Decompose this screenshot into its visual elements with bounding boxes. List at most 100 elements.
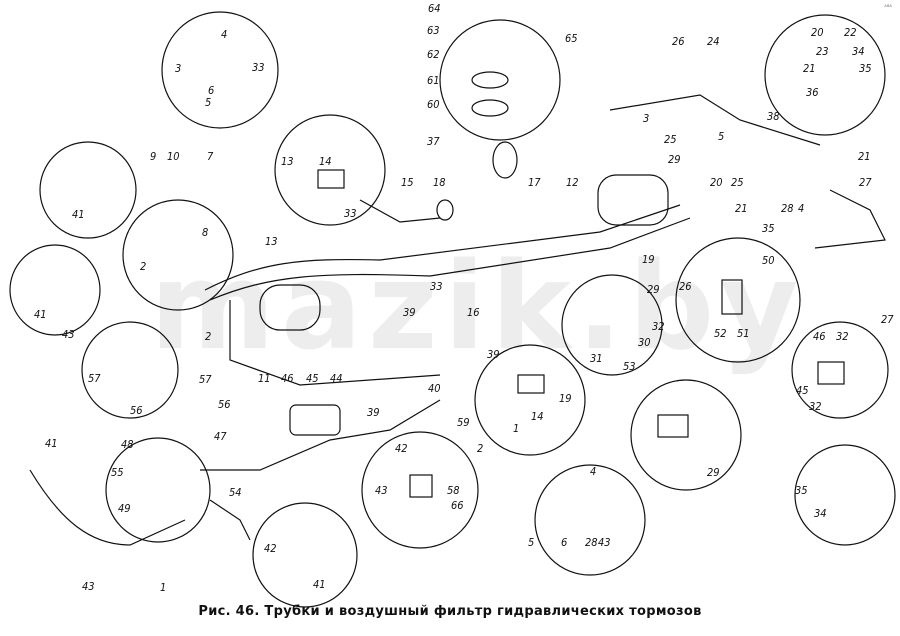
tee-fitting-52 [721,279,743,315]
callout-29: 29 [647,283,660,296]
detail-circle-tee-14 [274,114,386,226]
callout-52: 52 [714,327,727,340]
callout-5: 5 [528,536,534,549]
watermark: mazik.by [150,238,805,377]
brake-line-left-rear [229,300,441,386]
callout-26: 26 [672,35,685,48]
callout-44: 44 [330,372,343,385]
callout-43: 43 [598,536,611,549]
brake-booster [259,284,321,331]
callout-29: 29 [707,466,720,479]
cylinder-parts-60 [471,99,509,117]
detail-circle-42-41 [252,502,358,608]
callout-2: 2 [140,260,146,273]
callout-50: 50 [762,254,775,267]
callout-65: 65 [565,32,578,45]
callout-28: 28 [781,202,794,215]
tee-fitting-45 [817,361,845,385]
detail-circle-14-19 [474,344,586,456]
callout-42: 42 [395,442,408,455]
callout-41: 41 [34,308,47,321]
callout-64: 64 [428,2,441,15]
detail-circle-fitting-2 [122,199,234,311]
detail-circle-cylinder-parts [439,19,561,141]
detail-circle-hose-top-left [39,141,137,239]
brake-line-15-18 [359,199,441,223]
callout-19: 19 [559,392,572,405]
callout-2: 2 [477,442,483,455]
brake-line-to-rear-left [209,499,251,541]
callout-2: 2 [205,330,211,343]
detail-circle-41-43 [9,244,101,336]
callout-22: 22 [844,26,857,39]
callout-35: 35 [762,222,775,235]
brake-line-main-lower [209,217,691,301]
callout-14: 14 [531,410,544,423]
callout-45: 45 [306,372,319,385]
cylinder-parts-62 [471,71,509,89]
callout-5: 5 [718,130,724,143]
callout-18: 18 [433,176,446,189]
callout-48: 48 [121,438,134,451]
master-cylinder-body [597,174,669,226]
callout-34: 34 [852,45,865,58]
brake-line-26-right [609,94,821,146]
callout-46: 46 [281,372,294,385]
callout-13: 13 [281,155,294,168]
callout-33: 33 [430,280,443,293]
callout-19: 19 [642,253,655,266]
callout-35: 35 [859,62,872,75]
callout-28: 28 [585,536,598,549]
callout-38: 38 [767,110,780,123]
callout-23: 23 [816,45,829,58]
callout-39: 39 [487,348,500,361]
callout-56: 56 [218,398,231,411]
callout-63: 63 [427,24,440,37]
brake-line-main-upper [204,204,681,291]
callout-46: 46 [813,330,826,343]
callout-53: 53 [623,360,636,373]
tee-fitting-14 [317,169,345,189]
brake-line-rear-axle [29,469,186,546]
callout-9: 9 [150,150,156,163]
detail-circle-20-23 [764,14,886,136]
callout-43: 43 [62,328,75,341]
callout-31: 31 [590,352,603,365]
callout-33: 33 [252,61,265,74]
callout-8: 8 [202,226,208,239]
callout-42: 42 [264,542,277,555]
callout-34: 34 [814,507,827,520]
callout-59: 59 [457,416,470,429]
callout-54: 54 [229,486,242,499]
callout-39: 39 [403,306,416,319]
callout-26: 26 [679,280,692,293]
callout-37: 37 [427,135,440,148]
callout-6: 6 [561,536,567,549]
callout-33: 33 [344,207,357,220]
callout-61: 61 [427,74,440,87]
figure-caption: Рис. 46. Трубки и воздушный фильтр гидра… [198,604,702,619]
callout-58: 58 [447,484,460,497]
callout-55: 55 [111,466,124,479]
callout-32: 32 [836,330,849,343]
callout-21: 21 [858,150,871,163]
callout-41: 41 [313,578,326,591]
callout-57: 57 [88,372,101,385]
callout-1: 1 [160,581,166,594]
callout-21: 21 [803,62,816,75]
callout-27: 27 [881,313,894,326]
callout-5: 5 [205,96,211,109]
callout-47: 47 [214,430,227,443]
callout-51: 51 [737,327,750,340]
callout-62: 62 [427,48,440,61]
detail-circle-29 [630,379,742,491]
detail-circle-57-56 [81,321,179,419]
callout-30: 30 [638,336,651,349]
callout-56: 56 [130,404,143,417]
detail-circle-46-45 [791,321,889,419]
detail-circle-35-50 [675,237,801,363]
detail-circle-35-34 [794,444,896,546]
callout-15: 15 [401,176,414,189]
tee-fitting-14-lower [517,374,545,394]
